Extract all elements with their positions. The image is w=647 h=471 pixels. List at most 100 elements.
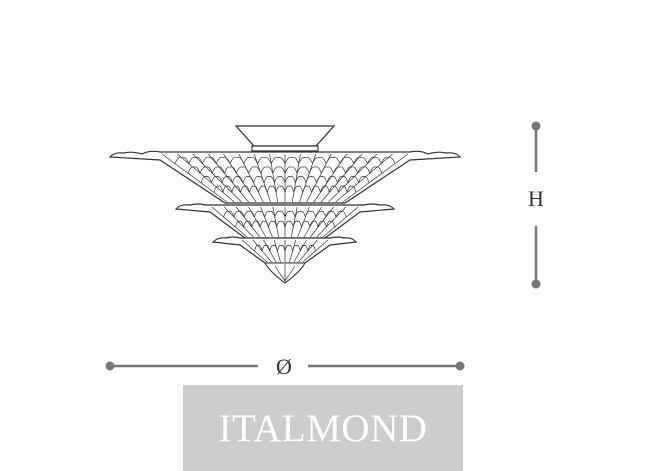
chandelier-tier-top [108,150,462,204]
leaf-rib [188,156,203,164]
leaf-rib [202,156,217,164]
leaf-rib [248,166,262,174]
leaf-rib [261,244,271,252]
leaf-stem [302,239,329,263]
leaf-stem [238,153,264,203]
leaf-rib [284,156,300,164]
chandelier-tier-bottom [211,236,358,264]
leaf-rib [257,156,272,164]
leaf-stem [192,153,242,203]
leaf-stem [248,206,267,238]
bottom-finial [264,262,306,284]
leaf-stem [328,153,378,203]
height-dimension: H [528,121,544,289]
leaf-rib [276,220,286,228]
leaf-pattern-bottom [241,239,329,263]
leaf-rib [358,176,370,183]
leaf-rib [277,244,286,252]
leaf-rib [260,166,274,174]
leaf-rib [311,185,321,193]
leaf-rib [292,220,302,228]
leaf-rib [231,185,241,193]
leaf-rib [309,220,319,228]
leaf-stem [272,206,280,238]
leaf-rib [274,210,286,218]
leaf-rib [187,166,201,174]
chandelier-tier-middle [174,203,396,239]
leaf-stem [161,153,228,203]
leaf-rib [295,176,307,183]
leaf-rib [308,166,322,174]
leaf-stem [335,153,393,203]
leaf-stem [223,153,257,203]
leaf-stem [260,206,273,238]
leaf-rib [353,156,368,164]
height-label: H [528,186,544,211]
leaf-rib [284,185,295,193]
leaf-rib [215,156,231,164]
leaf-rib [357,166,371,174]
leaf-stem [290,206,298,238]
leaf-rib [329,185,339,193]
leaf-rib [347,176,359,183]
leaf-rib [200,176,212,183]
leaf-rib [325,156,341,164]
brand-watermark: ITALMOND [183,385,463,471]
leaf-rib [251,220,261,228]
leaf-rib [254,244,263,252]
leaf-stem [211,206,248,238]
leaf-rib [380,156,396,164]
leaf-rib [335,210,347,218]
leaf-rib [268,220,278,228]
leaf-rib [274,176,286,183]
leaf-rib [243,156,258,164]
leaf-stem [320,153,363,203]
brand-logo-text: ITALMOND [218,406,428,450]
leaf-rib [296,166,310,174]
leaf-rib [263,176,275,183]
leaf-stem [291,153,301,203]
leaf-rib [270,156,286,164]
leaf-rib [345,166,359,174]
ceiling-mount [234,125,336,152]
leaf-rib [299,244,309,252]
leaf-rib [346,185,357,193]
leaf-rib [326,220,336,228]
leaf-stem [253,153,271,203]
leaf-rib [292,244,301,252]
leaf-pattern-middle [211,206,359,238]
leaf-rib [302,185,312,193]
leaf-rib [243,210,255,218]
diameter-dimension: Ø [105,354,465,379]
leaf-rib [307,244,316,252]
diameter-label: Ø [276,354,292,379]
leaf-rib [232,176,244,183]
leaf-stem [269,153,279,203]
leaf-stem [236,206,260,238]
leaf-rib [284,176,296,183]
leaf-rib [233,210,245,218]
leaf-rib [315,210,327,218]
leaf-rib [284,244,293,252]
leaf-pattern-top [161,153,409,203]
leaf-rib [325,210,337,218]
leaf-rib [298,156,313,164]
leaf-rib [367,156,382,164]
leaf-rib [211,166,225,174]
leaf-rib [234,220,244,228]
leaf-rib [369,166,383,174]
leaf-rib [301,220,311,228]
leaf-rib [213,185,224,193]
leaf-stem [316,206,347,238]
leaf-rib [320,185,330,193]
leaf-rib [305,176,317,183]
leaf-stem [207,153,250,203]
leaf-rib [266,185,277,193]
leaf-stem [322,206,359,238]
leaf-stem [223,206,254,238]
leaf-rib [321,166,334,174]
leaf-stem [177,153,235,203]
leaf-rib [294,210,306,218]
leaf-rib [337,176,349,183]
leaf-rib [333,166,346,174]
